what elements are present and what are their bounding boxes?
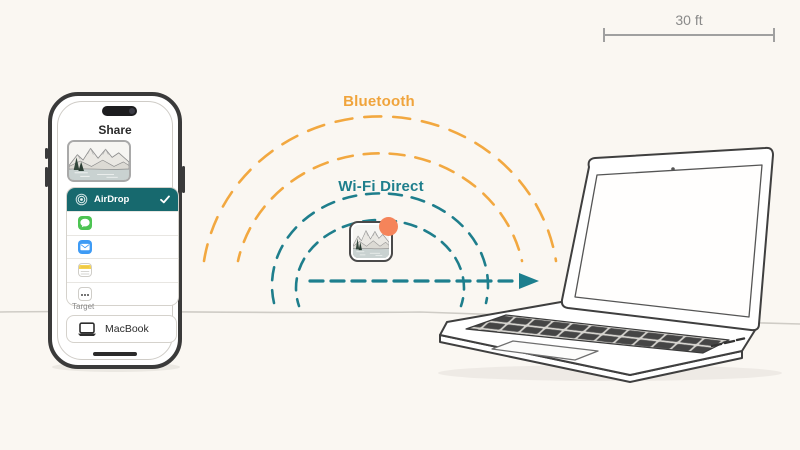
phone-body: Share AirDrop <box>48 92 182 369</box>
front-camera-icon <box>129 108 135 114</box>
share-option-mail[interactable] <box>67 234 178 258</box>
phone-power-button <box>182 166 185 193</box>
airdrop-label: AirDrop <box>94 194 130 205</box>
share-option-notes[interactable] <box>67 258 178 282</box>
laptop-ports <box>710 337 746 348</box>
distance-scale-tick-right <box>773 28 775 42</box>
transfer-arrow <box>308 273 539 289</box>
home-indicator <box>93 352 137 356</box>
more-icon <box>78 286 92 301</box>
mail-icon <box>78 239 92 254</box>
photo-preview <box>67 140 131 182</box>
dynamic-island <box>102 106 137 116</box>
distance-scale-label: 30 ft <box>675 12 703 28</box>
phone-volume-button <box>45 167 48 187</box>
wifi-direct-range-label: Wi-Fi Direct <box>338 178 424 195</box>
target-device-macbook[interactable]: MacBook <box>66 315 177 343</box>
checkmark-icon <box>160 195 170 204</box>
laptop-icon <box>78 321 96 336</box>
iphone: Share AirDrop <box>45 92 185 369</box>
notes-icon <box>78 263 92 278</box>
share-option-messages[interactable] <box>67 211 178 235</box>
share-option-more[interactable] <box>67 281 178 305</box>
distance-scale-line <box>603 34 775 36</box>
wifi-direct-range-arcs <box>270 192 490 308</box>
distance-scale-tick-left <box>603 28 605 42</box>
transfer-status-badge <box>379 217 398 236</box>
target-device-label: MacBook <box>105 323 149 335</box>
messages-icon <box>78 216 92 231</box>
share-option-airdrop[interactable]: AirDrop <box>67 188 178 211</box>
airdrop-icon <box>75 193 88 206</box>
webcam-dot <box>671 167 675 171</box>
distance-scale: 30 ft <box>603 12 775 44</box>
bluetooth-range-arcs <box>202 115 558 263</box>
macbook-illustration <box>439 146 774 383</box>
share-sheet-title: Share <box>98 123 132 137</box>
phone-mute-switch <box>45 148 48 159</box>
bluetooth-range-label: Bluetooth <box>343 93 415 110</box>
share-options-list: AirDrop <box>66 187 179 306</box>
transferring-photo-icon <box>349 217 398 262</box>
target-section-label: Target <box>72 302 95 311</box>
